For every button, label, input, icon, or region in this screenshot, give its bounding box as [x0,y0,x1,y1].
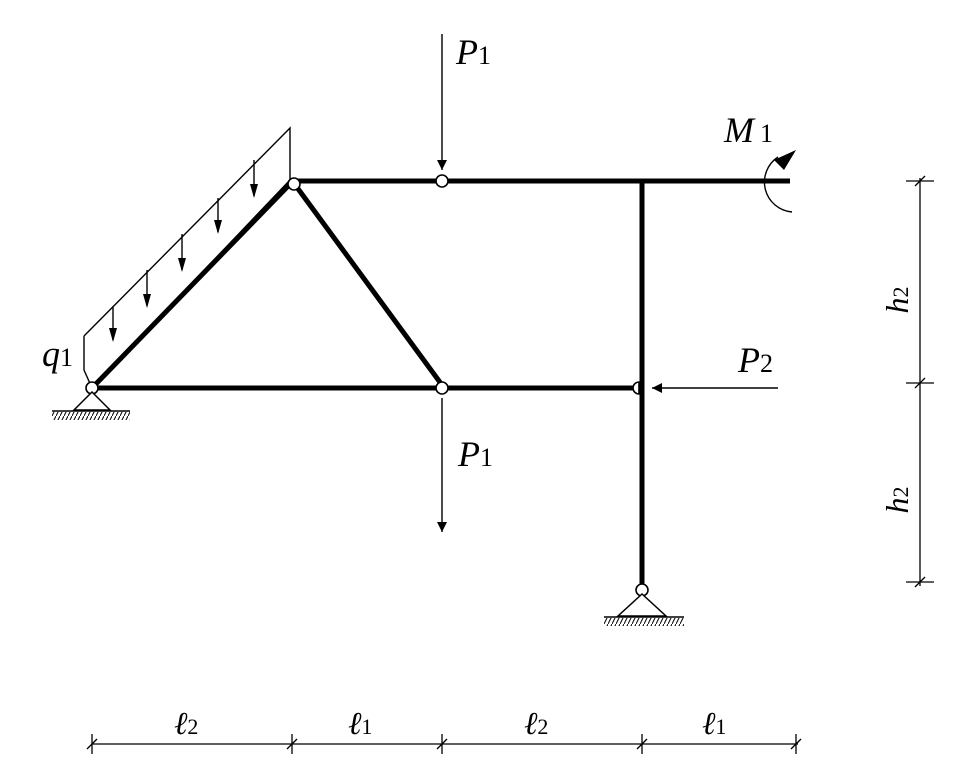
p1-top-subscript: 1 [478,41,491,70]
dim-ticks-vertical [906,175,934,588]
dim-l1-first: ℓ1 [348,705,372,741]
dim-h2-lower: h2 [879,487,915,514]
load-p2: P2 [652,340,778,393]
dim-l1-second: ℓ1 [702,705,726,741]
diagonal-member [293,184,445,387]
hinge-column-side [632,381,640,395]
load-envelope [83,126,291,390]
dim-h2-upper: h2 [879,287,915,314]
m1-subscript: 1 [760,119,773,148]
hinge-top-beam [435,174,449,188]
moment-arrowhead [774,150,796,170]
p2-symbol: P [737,340,760,380]
svg-text:P1: P1 [457,434,493,474]
inclined-member [90,180,294,390]
label-q1: q1 [42,334,73,374]
support-right [604,592,684,626]
moment-arc [763,156,793,213]
dim-l2-second: ℓ2 [524,705,548,741]
q1-subscript: 1 [60,343,73,372]
load-p1-bottom: P1 [437,398,493,532]
svg-text:P2: P2 [737,340,773,380]
p1-top-symbol: P [455,32,478,72]
hinge-top-apex [287,177,301,191]
hinge-bottom-beam [435,381,449,395]
p1-bottom-symbol: P [457,434,480,474]
support-left [52,390,130,420]
dimension-horizontal: ℓ2 ℓ1 ℓ2 ℓ1 [86,705,802,754]
q1-symbol: q [42,334,60,374]
load-p1-top: P1 [437,32,491,170]
m1-symbol: M [723,110,756,150]
frame-members [90,178,790,590]
dim-l2-first: ℓ2 [174,705,198,741]
svg-text:M1: M1 [723,110,773,150]
p1-bottom-subscript: 1 [480,443,493,472]
svg-text:q1: q1 [42,334,73,374]
svg-text:P1: P1 [455,32,491,72]
dimension-vertical: h2 h2 [879,175,934,588]
distributed-load-q1 [83,126,291,390]
p2-subscript: 2 [760,349,773,378]
load-arrows [109,160,258,342]
dim-ticks-horizontal [86,734,802,754]
hinges [85,174,649,597]
